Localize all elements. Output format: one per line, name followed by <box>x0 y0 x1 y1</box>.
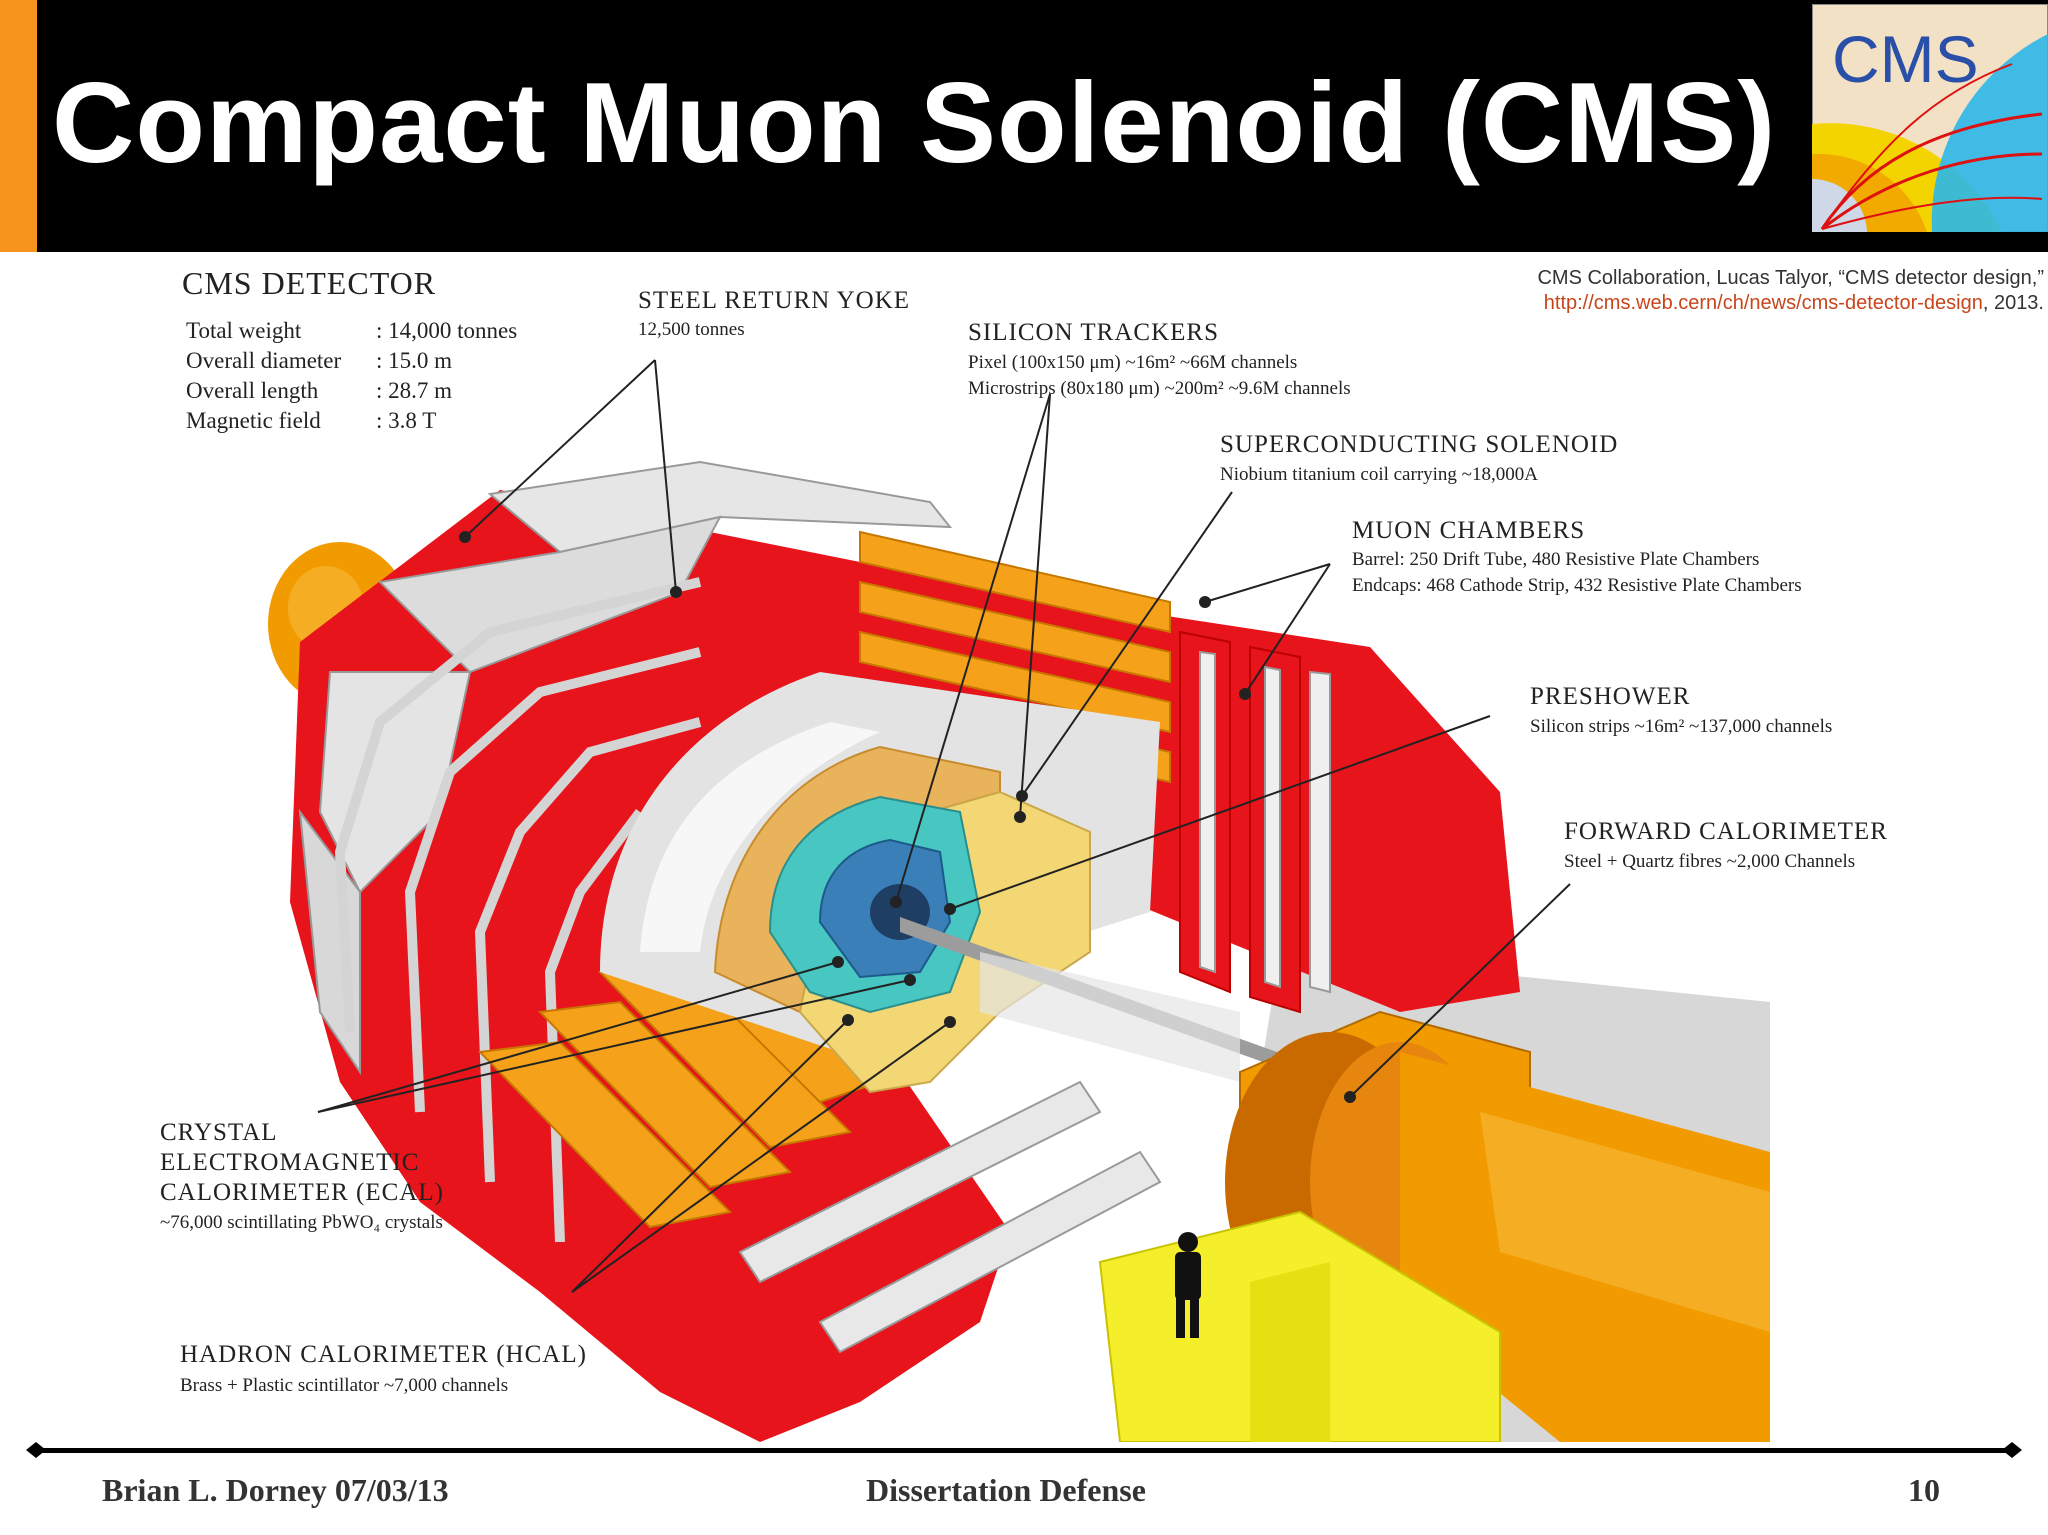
spec-value: : 28.7 m <box>376 378 452 403</box>
trackers-detail: Pixel (100x150 μm) ~16m² ~66M channels <box>968 352 1297 373</box>
spec-value: : 3.8 T <box>376 408 436 433</box>
preshower-detail: Silicon strips ~16m² ~137,000 channels <box>1530 716 1832 737</box>
preshower-heading: PRESHOWER <box>1530 683 1690 710</box>
footer-rule <box>26 1442 2022 1458</box>
ecal-heading: ELECTROMAGNETIC <box>160 1149 419 1176</box>
diagram-title: CMS DETECTOR <box>182 265 436 301</box>
spec-label: Total weight <box>186 318 302 343</box>
solenoid-heading: SUPERCONDUCTING SOLENOID <box>1220 431 1618 458</box>
hcal-detail: Brass + Plastic scintillator ~7,000 chan… <box>180 1375 508 1396</box>
trackers-detail: Microstrips (80x180 μm) ~200m² ~9.6M cha… <box>968 378 1351 399</box>
solenoid-detail: Niobium titanium coil carrying ~18,000A <box>1220 464 1538 485</box>
logo-text: CMS <box>1832 22 1979 96</box>
muon-detail: Barrel: 250 Drift Tube, 480 Resistive Pl… <box>1352 549 1759 570</box>
citation: CMS Collaboration, Lucas Talyor, “CMS de… <box>1537 266 2044 316</box>
page-number: 10 <box>1908 1472 1940 1508</box>
yoke-detail: 12,500 tonnes <box>638 319 745 340</box>
footer-author-date: Brian L. Dorney 07/03/13 <box>102 1472 449 1508</box>
citation-link[interactable]: http://cms.web.cern/ch/news/cms-detector… <box>1543 292 1983 314</box>
footer-event: Dissertation Defense <box>866 1472 1146 1508</box>
muon-heading: MUON CHAMBERS <box>1352 517 1585 544</box>
forward-detail: Steel + Quartz fibres ~2,000 Channels <box>1564 851 1855 872</box>
spec-label: Magnetic field <box>186 408 321 433</box>
citation-line: CMS Collaboration, Lucas Talyor, “CMS de… <box>1537 267 2044 289</box>
forward-heading: FORWARD CALORIMETER <box>1564 818 1888 845</box>
trackers-heading: SILICON TRACKERS <box>968 319 1219 346</box>
spec-value: : 15.0 m <box>376 348 452 373</box>
person-silhouette <box>1175 1232 1201 1338</box>
title-accent-bar <box>0 0 37 252</box>
ecal-heading: CRYSTAL <box>160 1119 278 1146</box>
spec-label: Overall diameter <box>186 348 342 373</box>
cms-detector-diagram: CMS DETECTOR Total weight : 14,000 tonne… <box>160 265 1888 1442</box>
ecal-heading: CALORIMETER (ECAL) <box>160 1179 444 1206</box>
muon-detail: Endcaps: 468 Cathode Strip, 432 Resistiv… <box>1352 575 1802 596</box>
ecal-detail: ~76,000 scintillating PbWO₄ crystals <box>160 1212 443 1233</box>
yoke-heading: STEEL RETURN YOKE <box>638 287 910 314</box>
spec-value: : 14,000 tonnes <box>376 318 517 343</box>
cms-logo: CMS <box>1812 4 2048 232</box>
hcal-heading: HADRON CALORIMETER (HCAL) <box>180 1341 587 1368</box>
title-bar <box>0 0 2048 252</box>
citation-suffix: , 2013. <box>1982 292 2044 314</box>
spec-label: Overall length <box>186 378 319 403</box>
slide-title: Compact Muon Solenoid (CMS) <box>52 60 1777 187</box>
